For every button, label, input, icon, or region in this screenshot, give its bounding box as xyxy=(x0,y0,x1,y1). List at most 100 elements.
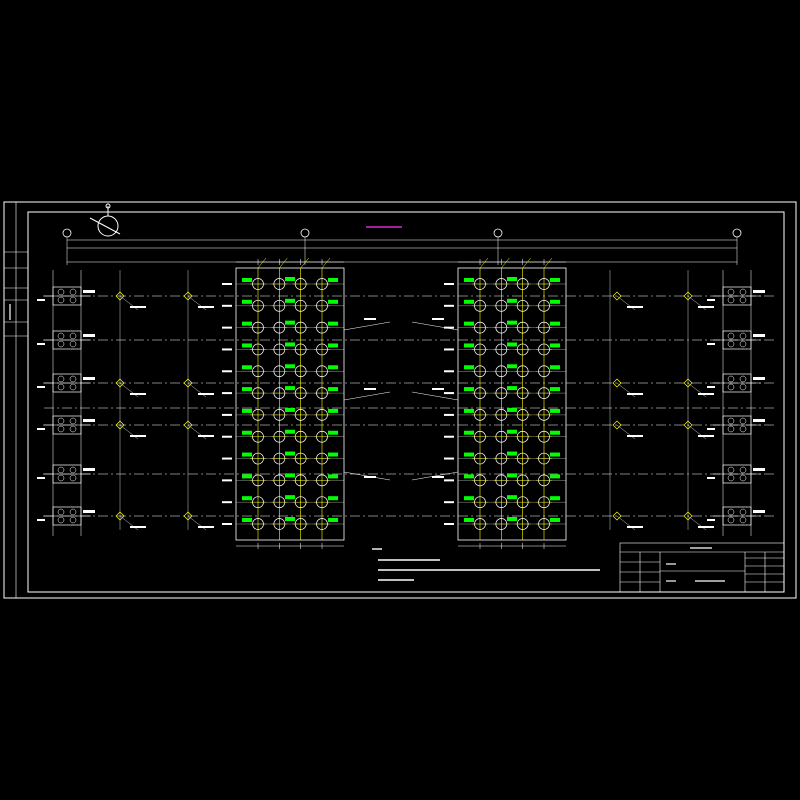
rebar-tag xyxy=(242,518,252,522)
rebar-tag xyxy=(242,387,252,392)
axis-bubble-2 xyxy=(300,228,310,238)
pile-circle xyxy=(739,425,747,433)
rebar-tag xyxy=(550,496,560,501)
rebar-tag xyxy=(242,408,252,413)
row-label-mark xyxy=(444,304,454,307)
column-tag xyxy=(37,299,45,301)
column-tag xyxy=(37,386,45,388)
node-marker xyxy=(115,378,125,388)
node-tag xyxy=(627,435,643,437)
node-tag xyxy=(198,435,214,437)
rebar-tag xyxy=(328,299,338,304)
rebar-tag xyxy=(328,408,338,413)
rebar-tag xyxy=(464,343,474,348)
rebar-tag xyxy=(507,298,517,303)
node-marker xyxy=(683,378,693,388)
rebar-tag xyxy=(285,517,295,521)
column-tag xyxy=(707,519,715,521)
row-label-mark xyxy=(222,501,232,504)
rebar-tag xyxy=(328,343,338,348)
node-tag xyxy=(627,526,643,528)
pile-circle xyxy=(727,417,735,425)
pile-circle xyxy=(727,288,735,296)
row-label-mark xyxy=(222,457,232,460)
rebar-tag xyxy=(242,430,252,435)
rebar-tag xyxy=(464,321,474,326)
node-marker xyxy=(115,420,125,430)
callout-line xyxy=(321,257,331,269)
node-marker xyxy=(115,291,125,301)
axis-bubble-1 xyxy=(62,228,72,238)
node-tag xyxy=(698,393,714,395)
right-node-markers xyxy=(612,291,714,531)
pile-circle xyxy=(727,340,735,348)
column-tag xyxy=(707,428,715,430)
pile-circle xyxy=(57,288,65,296)
pile-circle xyxy=(57,383,65,391)
column-tag xyxy=(83,334,95,337)
rebar-tag xyxy=(328,474,338,479)
pile-circle xyxy=(69,288,77,296)
rebar-tag xyxy=(550,474,560,479)
column-tag xyxy=(753,468,765,471)
rebar-tag xyxy=(242,365,252,370)
callout-line xyxy=(257,257,267,269)
pile-circle xyxy=(739,332,747,340)
pile-circle xyxy=(739,296,747,304)
rebar-tag xyxy=(242,496,252,501)
rebar-tag xyxy=(464,299,474,304)
node-tag xyxy=(627,393,643,395)
inner-frame xyxy=(27,211,785,593)
pile-circle xyxy=(739,383,747,391)
callout-line xyxy=(479,257,489,269)
row-label-mark xyxy=(444,501,454,504)
rebar-tag xyxy=(242,474,252,479)
callout-line xyxy=(501,257,510,269)
column-tag xyxy=(707,386,715,388)
callout-line xyxy=(543,257,553,269)
pile-circle xyxy=(69,474,77,482)
node-tag xyxy=(130,306,146,308)
row-label-mark xyxy=(444,283,454,285)
rebar-tag xyxy=(507,473,517,478)
node-marker xyxy=(183,511,193,521)
pile-circle xyxy=(739,340,747,348)
leader-tag xyxy=(364,318,376,320)
rebar-tag xyxy=(328,430,338,435)
column-tag xyxy=(707,299,715,301)
column-tag xyxy=(37,343,45,345)
pile-circle xyxy=(57,332,65,340)
pile-circle xyxy=(69,383,77,391)
rebar-tag xyxy=(464,278,474,282)
pile-circle xyxy=(57,296,65,304)
axis-bubble-4 xyxy=(732,228,742,238)
rebar-tag xyxy=(507,429,517,434)
pile-circle xyxy=(727,466,735,474)
rebar-tag xyxy=(328,518,338,522)
leader-tag xyxy=(432,388,444,390)
row-label-mark xyxy=(222,304,232,307)
rebar-tag xyxy=(550,430,560,435)
rebar-tag xyxy=(550,518,560,522)
row-label-mark xyxy=(222,413,232,416)
column-tag xyxy=(753,419,765,422)
pile-circle xyxy=(69,466,77,474)
pile-circle xyxy=(57,474,65,482)
node-marker xyxy=(115,511,125,521)
pile-circle xyxy=(727,474,735,482)
leader-lines xyxy=(343,318,459,481)
rebar-tag xyxy=(550,365,560,370)
leader-line xyxy=(411,321,459,331)
row-label-mark xyxy=(444,523,454,525)
rebar-tag xyxy=(507,320,517,325)
column-tag xyxy=(83,468,95,471)
node-marker xyxy=(612,511,622,521)
row-label-mark xyxy=(222,370,232,373)
rebar-tag xyxy=(285,473,295,478)
rebar-tag xyxy=(507,364,517,369)
row-label-mark xyxy=(222,283,232,285)
node-tag xyxy=(130,393,146,395)
node-tag xyxy=(698,435,714,437)
column-tag xyxy=(707,343,715,345)
